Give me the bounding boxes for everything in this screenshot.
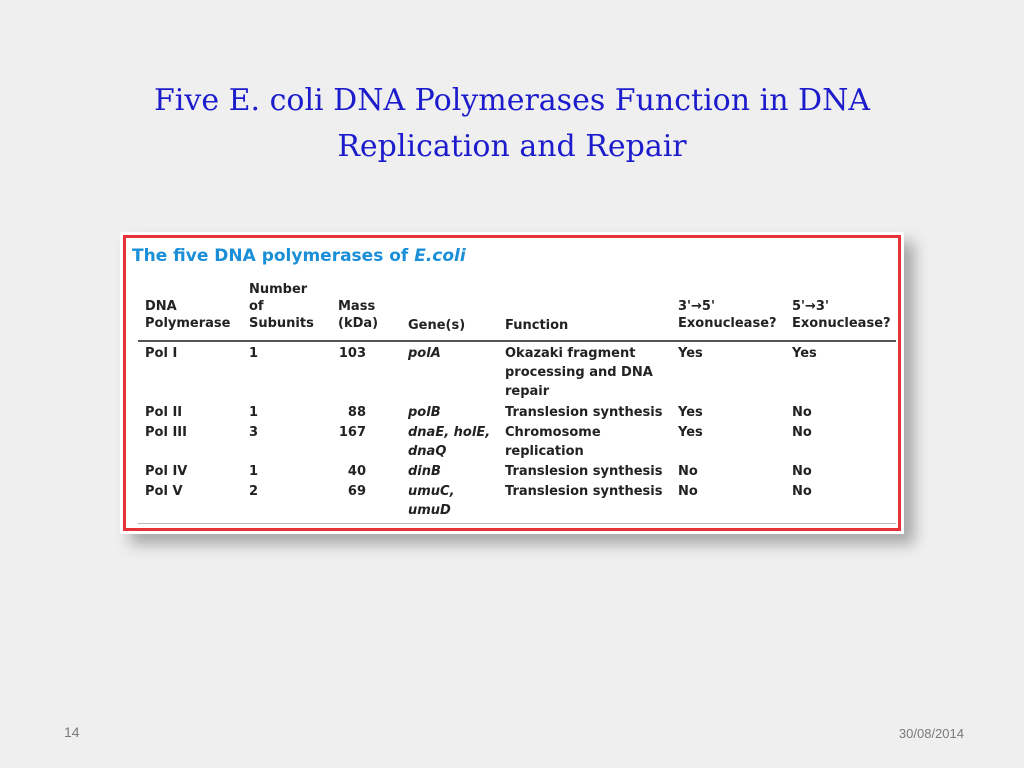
header-mass: Mass (kDa)	[338, 298, 378, 332]
cell-subunits: 2	[249, 484, 259, 499]
header-subunits-line: of	[249, 299, 264, 314]
cell-function: Okazaki fragment processing and DNA repa…	[505, 344, 653, 401]
cell-genes-line: umuC,	[408, 484, 455, 499]
cell-function-line: Translesion synthesis	[505, 405, 663, 420]
cell-exo53: No	[792, 425, 812, 440]
polymerase-table-figure: The five DNA polymerases of E.coli DNA P…	[120, 232, 904, 534]
cell-genes-line: umuD	[408, 503, 451, 518]
cell-genes: dinB	[408, 462, 441, 481]
slide-title-line-2: Replication and Repair	[337, 129, 687, 164]
cell-function-line: Chromosome	[505, 425, 601, 440]
cell-function-line: replication	[505, 444, 584, 459]
header-exo35: 3'→5' Exonuclease?	[678, 298, 777, 332]
cell-exo35: Yes	[678, 346, 703, 361]
cell-exo53: No	[792, 484, 812, 499]
cell-subunits: 3	[249, 425, 259, 440]
cell-genes-line: polA	[408, 346, 441, 361]
cell-function-line: Translesion synthesis	[505, 464, 663, 479]
cell-function-line: repair	[505, 384, 550, 399]
cell-genes: polA	[408, 344, 441, 363]
header-polymerase-line: DNA	[145, 299, 177, 314]
cell-subunits: 1	[249, 405, 259, 420]
cell-exo35: No	[678, 464, 698, 479]
cell-exo35: Yes	[678, 405, 703, 420]
header-mass-line: Mass	[338, 299, 376, 314]
cell-polymerase: Pol V	[145, 484, 183, 499]
cell-subunits: 1	[249, 464, 259, 479]
header-subunits-line: Number	[249, 282, 308, 297]
header-polymerase-line: Polymerase	[145, 316, 231, 331]
cell-function: Translesion synthesis	[505, 482, 662, 501]
cell-function-line: Translesion synthesis	[505, 484, 663, 499]
header-subunits: Number of Subunits	[249, 281, 314, 332]
cell-polymerase: Pol III	[145, 425, 187, 440]
header-exo35-line: 3'→5'	[678, 299, 715, 314]
cell-function: Chromosome replication	[505, 423, 601, 461]
slide-title-line-1: Five E. coli DNA Polymerases Function in…	[153, 83, 871, 118]
header-exo53-line: 5'→3'	[792, 299, 829, 314]
cell-genes-line: dnaQ	[408, 444, 447, 459]
cell-mass: 88	[347, 405, 366, 420]
header-genes-line: Gene(s)	[408, 318, 466, 333]
cell-exo53: Yes	[792, 346, 817, 361]
cell-mass: 103	[338, 346, 366, 361]
cell-genes-line: polB	[408, 405, 441, 420]
header-genes: Gene(s)	[408, 317, 465, 334]
table-red-border	[123, 235, 901, 531]
cell-genes: umuC, umuD	[408, 482, 455, 520]
header-polymerase: DNA Polymerase	[145, 298, 231, 332]
cell-genes-line: dnaE, holE,	[408, 425, 491, 440]
header-exo35-line: Exonuclease?	[678, 316, 777, 331]
cell-mass: 69	[347, 484, 366, 499]
cell-mass: 167	[338, 425, 366, 440]
header-subunits-line: Subunits	[249, 316, 314, 331]
header-function: Function	[505, 317, 568, 334]
header-function-line: Function	[505, 318, 569, 333]
cell-function-line: processing and DNA	[505, 365, 653, 380]
cell-function: Translesion synthesis	[505, 403, 662, 422]
cell-mass: 40	[347, 464, 366, 479]
cell-function-line: Okazaki fragment	[505, 346, 636, 361]
table-caption-text: The five DNA polymerases of	[132, 246, 409, 266]
cell-exo35: No	[678, 484, 698, 499]
header-divider	[138, 340, 896, 342]
table-caption-organism: E.coli	[414, 246, 466, 266]
cell-genes-line: dinB	[408, 464, 441, 479]
cell-function: Translesion synthesis	[505, 462, 662, 481]
cell-genes: dnaE, holE, dnaQ	[408, 423, 490, 461]
slide-title: Five E. coli DNA Polymerases Function in…	[80, 78, 944, 170]
cell-subunits: 1	[249, 346, 259, 361]
bottom-divider	[138, 523, 896, 524]
header-mass-line: (kDa)	[338, 316, 379, 331]
cell-exo35: Yes	[678, 425, 703, 440]
cell-polymerase: Pol I	[145, 346, 178, 361]
slide-date: 30/08/2014	[898, 726, 964, 741]
header-exo53-line: Exonuclease?	[792, 316, 891, 331]
cell-exo53: No	[792, 464, 812, 479]
cell-polymerase: Pol II	[145, 405, 183, 420]
slide-page-number: 14	[64, 724, 80, 740]
header-exo53: 5'→3' Exonuclease?	[792, 298, 891, 332]
table-caption: The five DNA polymerases of E.coli	[132, 246, 466, 266]
cell-polymerase: Pol IV	[145, 464, 188, 479]
cell-genes: polB	[408, 403, 441, 422]
cell-exo53: No	[792, 405, 812, 420]
